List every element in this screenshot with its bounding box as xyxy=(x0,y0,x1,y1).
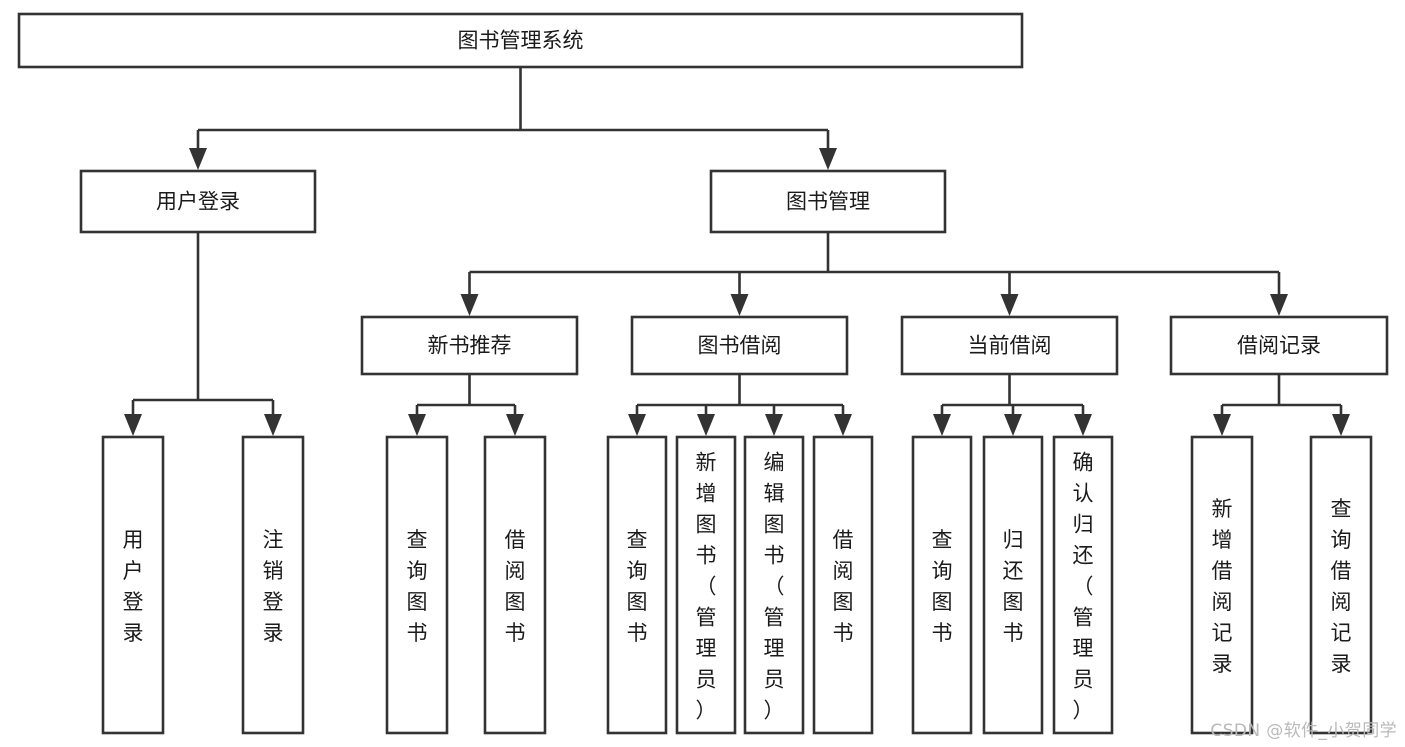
node-borrow[interactable]: 图书借阅 xyxy=(630,315,849,376)
node-box xyxy=(483,435,547,735)
node-box xyxy=(1190,435,1254,735)
arrow-head-icon xyxy=(933,414,951,436)
node-leaf-b-add[interactable]: 新增图书（管理员） xyxy=(675,435,737,735)
node-box xyxy=(241,435,305,735)
arrow-head-icon xyxy=(264,414,282,436)
arrow-head-icon xyxy=(834,414,852,436)
node-box xyxy=(743,435,805,735)
node-label: 图书管理 xyxy=(786,190,870,214)
node-box xyxy=(385,435,449,735)
node-leaf-c-return[interactable]: 归还图书 xyxy=(982,435,1044,735)
node-label: 查询借阅记录 xyxy=(1331,497,1352,676)
node-box xyxy=(79,169,317,234)
node-leaf-b-edit[interactable]: 编辑图书（管理员） xyxy=(743,435,805,735)
node-label: 查询图书 xyxy=(932,528,953,645)
node-bookmgmt[interactable]: 图书管理 xyxy=(709,169,947,234)
node-box xyxy=(1309,435,1373,735)
node-label: 图书借阅 xyxy=(698,334,782,358)
node-leaf-c-confirm[interactable]: 确认归还（管理员） xyxy=(1052,435,1114,735)
connector-layer xyxy=(124,67,1350,436)
node-label: 新增借阅记录 xyxy=(1212,497,1233,676)
connector-group-newbook-to-leaves xyxy=(408,374,524,436)
node-box xyxy=(675,435,737,735)
arrow-head-icon xyxy=(460,294,479,316)
node-leaf-b-borrow[interactable]: 借阅图书 xyxy=(812,435,874,735)
node-label: 借阅记录 xyxy=(1237,334,1321,358)
node-label: 借阅图书 xyxy=(833,528,854,645)
node-label: 查询图书 xyxy=(407,528,428,645)
node-root[interactable]: 图书管理系统 xyxy=(17,12,1024,69)
arrow-head-icon xyxy=(1004,414,1022,436)
node-label: 用户登录 xyxy=(123,528,144,645)
arrow-head-icon xyxy=(1270,294,1288,316)
connector-group-login-to-leaves xyxy=(124,232,282,436)
arrow-head-icon xyxy=(1000,294,1019,316)
node-current[interactable]: 当前借阅 xyxy=(900,315,1119,376)
node-box xyxy=(1169,315,1389,376)
node-leaf-user-login[interactable]: 用户登录 xyxy=(101,435,165,735)
arrow-head-icon xyxy=(506,414,524,436)
arrow-head-icon xyxy=(819,148,837,170)
node-leaf-logout[interactable]: 注销登录 xyxy=(241,435,305,735)
arrow-head-icon xyxy=(1074,414,1092,436)
node-box xyxy=(101,435,165,735)
node-box xyxy=(911,435,973,735)
arrow-head-icon xyxy=(697,414,715,436)
node-box xyxy=(1052,435,1114,735)
node-label: 当前借阅 xyxy=(968,334,1052,358)
arrow-head-icon xyxy=(730,294,749,316)
node-label: 注销登录 xyxy=(263,528,284,645)
node-layer: 图书管理系统用户登录图书管理新书推荐图书借阅当前借阅借阅记录用户登录注销登录查询… xyxy=(17,12,1389,735)
node-leaf-r-query[interactable]: 查询借阅记录 xyxy=(1309,435,1373,735)
node-box xyxy=(606,435,668,735)
node-label: 用户登录 xyxy=(156,190,240,214)
arrow-head-icon xyxy=(408,414,426,436)
node-box xyxy=(900,315,1119,376)
node-box xyxy=(17,12,1024,69)
node-label: 图书管理系统 xyxy=(458,29,584,53)
node-label: 新书推荐 xyxy=(428,334,512,358)
node-login[interactable]: 用户登录 xyxy=(79,169,317,234)
node-label: 归还图书 xyxy=(1003,528,1024,645)
arrow-head-icon xyxy=(628,414,646,436)
connector-group-borrow-to-leaves xyxy=(628,374,852,436)
arrow-head-icon xyxy=(124,414,142,436)
connector-group-current-to-leaves xyxy=(933,374,1092,436)
node-leaf-new-borrow[interactable]: 借阅图书 xyxy=(483,435,547,735)
arrow-head-icon xyxy=(765,414,783,436)
node-box xyxy=(709,169,947,234)
node-records[interactable]: 借阅记录 xyxy=(1169,315,1389,376)
node-label: 借阅图书 xyxy=(505,528,526,645)
arrow-head-icon xyxy=(1213,414,1231,436)
connector-group-root-to-l1 xyxy=(189,67,837,170)
node-newbook[interactable]: 新书推荐 xyxy=(360,315,579,376)
node-box xyxy=(812,435,874,735)
node-label: 新增图书（管理员） xyxy=(696,451,717,723)
node-label: 编辑图书（管理员） xyxy=(764,451,785,723)
node-leaf-c-query[interactable]: 查询图书 xyxy=(911,435,973,735)
arrow-head-icon xyxy=(1332,414,1350,436)
connector-group-records-to-leaves xyxy=(1213,374,1350,436)
node-label: 查询图书 xyxy=(627,528,648,645)
node-leaf-b-query[interactable]: 查询图书 xyxy=(606,435,668,735)
node-label: 确认归还（管理员） xyxy=(1073,451,1094,723)
node-leaf-r-add[interactable]: 新增借阅记录 xyxy=(1190,435,1254,735)
node-leaf-new-query[interactable]: 查询图书 xyxy=(385,435,449,735)
arrow-head-icon xyxy=(189,148,207,170)
connector-group-mgmt-to-l2 xyxy=(460,232,1288,316)
node-box xyxy=(982,435,1044,735)
node-box xyxy=(630,315,849,376)
node-box xyxy=(360,315,579,376)
watermark: CSDN @软件_小贺同学 xyxy=(1210,721,1397,741)
